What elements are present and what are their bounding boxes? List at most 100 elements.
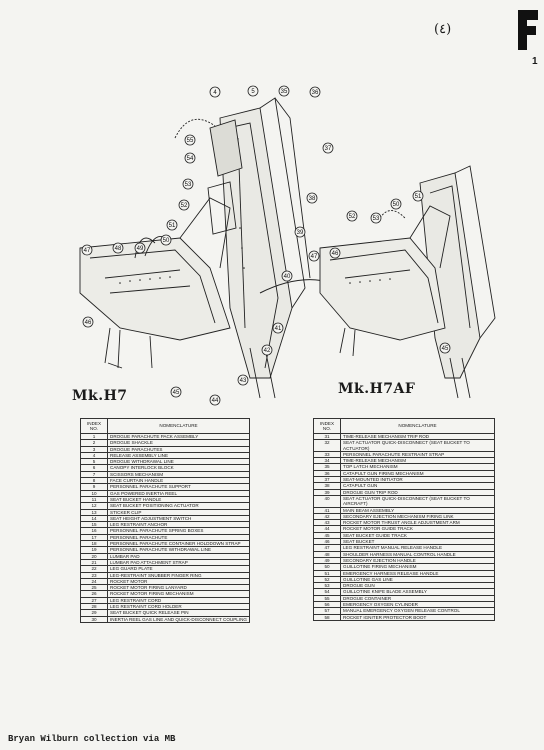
callout-40: 40 (281, 270, 293, 282)
nomenclature-cell: SEAT HEIGHT ADJUSTMENT SWITCH (107, 514, 250, 523)
svg-text:36: 36 (312, 90, 319, 96)
callout-48: 48 (112, 242, 124, 254)
nomenclature-cell: SEAT BUCKET HANDLE (107, 495, 250, 504)
nomenclature-cell: PERSONNEL PARACHUTE RESTRAINT STRAP (340, 450, 495, 459)
right-seat-drawing (319, 165, 496, 399)
svg-text:44: 44 (212, 398, 219, 404)
callout-54: 54 (184, 152, 196, 164)
nomenclature-cell: LEG-RESTRAINT SNUBBER FINGER RING (107, 571, 250, 579)
callout-5: 5 (247, 85, 259, 97)
callout-50: 50 (160, 234, 172, 246)
callout-46: 46 (82, 316, 94, 328)
svg-text:52: 52 (349, 214, 356, 220)
callout-37: 37 (322, 142, 334, 154)
svg-text:54: 54 (187, 156, 194, 162)
right-callouts: 51 52 53 50 47 46 45 (308, 190, 451, 354)
callout-49: 49 (134, 242, 146, 254)
index-header: INDEX NO. (313, 418, 341, 434)
nomenclature-cell: EMERGENCY HARNESS RELEASE HANDLE (340, 569, 495, 577)
model-label-left: Mk.H7 (72, 388, 128, 404)
nomenclature-cell: ROCKET IGNITER PROTECTOR BOOT (340, 613, 495, 621)
callout-r52: 52 (346, 210, 358, 222)
nomenclature-cell: RELEASE ASSEMBLY LINE (107, 451, 250, 460)
svg-text:35: 35 (281, 89, 288, 95)
svg-text:49: 49 (137, 246, 144, 252)
svg-text:43: 43 (240, 378, 247, 384)
callout-39: 39 (294, 226, 306, 238)
nomenclature-cell: DROGUE WITHDRAWAL LINE (107, 458, 250, 466)
svg-text:37: 37 (325, 146, 332, 152)
callout-r50: 50 (390, 198, 402, 210)
svg-text:38: 38 (309, 196, 316, 202)
nomenclature-cell: CATAPULT GUN (340, 482, 495, 490)
nomenclature-cell: SCISSORS MECHANISM (107, 470, 250, 479)
index-cell: 40 (313, 494, 341, 508)
svg-text:46: 46 (332, 251, 339, 257)
index-header: INDEX NO. (80, 418, 108, 434)
nomenclature-cell: ROCKET MOTOR FIRING MECHANISM (107, 590, 250, 598)
arabic-mark: (٤) (434, 22, 452, 37)
left-seat-drawing (79, 97, 311, 399)
svg-text:45: 45 (173, 390, 180, 396)
callout-47: 47 (81, 244, 93, 256)
nomenclature-cell: ROCKET MOTOR FIRING LANYARD (107, 584, 250, 592)
nomenclature-cell: SEAT-MOUNTED INITIATOR (340, 476, 495, 484)
svg-text:42: 42 (264, 348, 271, 354)
f-logo (518, 10, 538, 50)
svg-text:45: 45 (442, 346, 449, 352)
nomenclature-cell: MANUAL EMERGENCY OXYGEN RELEASE CONTROL (340, 607, 495, 615)
callout-43: 43 (237, 374, 249, 386)
svg-text:46: 46 (85, 320, 92, 326)
svg-text:4: 4 (213, 90, 217, 96)
callout-41: 41 (272, 322, 284, 334)
nomenclature-cell: TOP LATCH MECHANISM (340, 463, 495, 471)
svg-text:41: 41 (275, 326, 282, 332)
nomenclature-cell: PERSONNEL PARACHUTE CONTAINER HOLDDOWN S… (107, 540, 250, 548)
nomenclature-cell: FACE CURTAIN HANDLE (107, 477, 250, 485)
callout-35: 35 (278, 85, 290, 97)
nomenclature-header: NOMENCLATURE (107, 418, 250, 434)
nomenclature-cell: PERSONNEL PARACHUTE WITHDRAWAL LINE (107, 546, 250, 554)
callout-38: 38 (306, 192, 318, 204)
nomenclature-cell: PERSONNEL PARACHUTE SPRING BOXES (107, 527, 250, 535)
nomenclature-cell: SEAT BUCKET POSITIONING ACTUATOR (107, 502, 250, 510)
callout-55: 55 (184, 134, 196, 146)
svg-text:47: 47 (84, 248, 91, 254)
callout-r46: 46 (329, 247, 341, 259)
nomenclature-cell: DROGUE PARACHUTE PACK ASSEMBLY (107, 432, 250, 441)
callout-4: 4 (209, 86, 221, 98)
svg-text:53: 53 (373, 216, 380, 222)
svg-text:50: 50 (163, 238, 170, 244)
callout-52: 52 (178, 199, 190, 211)
callout-44: 44 (209, 394, 221, 406)
svg-text:39: 39 (297, 230, 304, 236)
svg-text:53: 53 (185, 182, 192, 188)
svg-text:48: 48 (115, 246, 122, 252)
